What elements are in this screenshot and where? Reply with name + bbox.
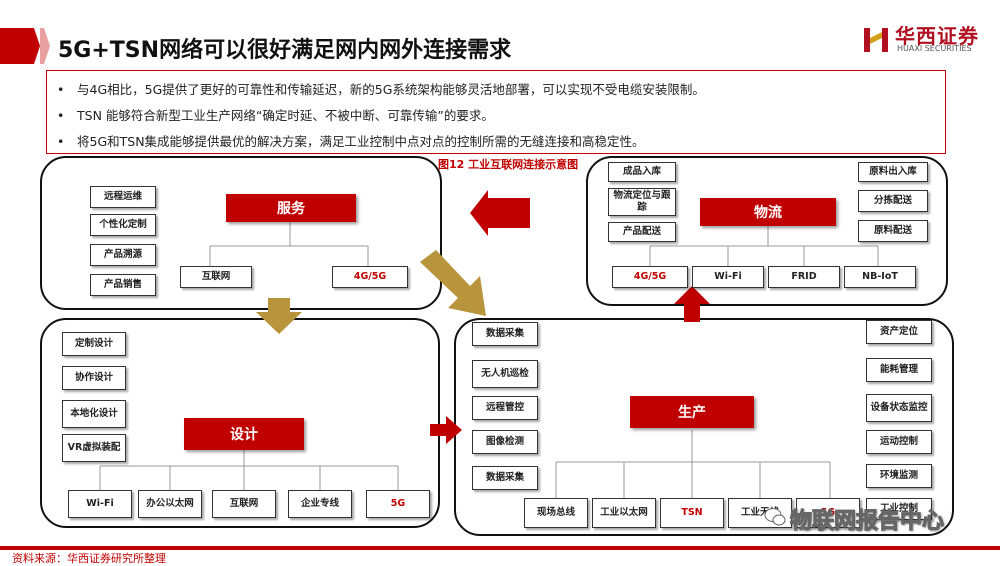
production-network: TSN — [660, 498, 724, 528]
logistics-network: Wi-Fi — [692, 266, 764, 288]
service-network: 4G/5G — [332, 266, 408, 288]
source-note: 资料来源：华西证券研究所整理 — [12, 552, 166, 565]
production-item: 运动控制 — [866, 430, 932, 454]
design-network: 办公以太网 — [138, 490, 202, 518]
design-network: 企业专线 — [288, 490, 352, 518]
production-item: 资产定位 — [866, 320, 932, 344]
production-network: 5G — [796, 498, 860, 528]
logistics-item: 原料配送 — [858, 220, 928, 242]
bullet-item: •TSN 能够符合新型工业生产网络“确定时延、不被中断、可靠传输”的要求。 — [57, 108, 494, 123]
production-network: 现场总线 — [524, 498, 588, 528]
design-item: VR虚拟装配 — [62, 434, 126, 462]
title-accent-bar — [0, 28, 40, 64]
logo-name-cn: 华西证券 — [895, 24, 979, 48]
logistics-hub: 物流 — [700, 198, 836, 226]
design-item: 协作设计 — [62, 366, 126, 390]
page-title: 5G+TSN网络可以很好满足网内网外连接需求 — [58, 38, 512, 63]
service-item: 个性化定制 — [90, 214, 156, 236]
design-network: 互联网 — [212, 490, 276, 518]
title-accent-bar-light — [40, 28, 50, 64]
service-item: 远程运维 — [90, 186, 156, 208]
logistics-item: 分拣配送 — [858, 190, 928, 212]
production-item: 数据采集 — [472, 322, 538, 346]
bullet-item: •将5G和TSN集成能够提供最优的解决方案，满足工业控制中点对点的控制所需的无缝… — [57, 134, 645, 149]
footer-rule — [0, 546, 1000, 550]
design-item: 本地化设计 — [62, 400, 126, 428]
production-item: 远程管控 — [472, 396, 538, 420]
arrow-left-icon — [470, 190, 530, 236]
production-hub: 生产 — [630, 396, 754, 428]
production-item: 环境监测 — [866, 464, 932, 488]
logistics-network: NB-IoT — [844, 266, 916, 288]
huaxi-logo-icon — [864, 28, 888, 52]
logistics-item: 产品配送 — [608, 222, 676, 242]
production-item: 设备状态监控 — [866, 394, 932, 422]
bullet-item: •与4G相比，5G提供了更好的可靠性和传输延迟，新的5G系统架构能够灵活地部署，… — [57, 82, 705, 97]
service-network: 互联网 — [180, 266, 252, 288]
production-network: 工业以太网 — [592, 498, 656, 528]
design-network: Wi-Fi — [68, 490, 132, 518]
logo-name-en: HUAXI SECURITIES — [897, 44, 972, 53]
logistics-item: 物流定位与跟踪 — [608, 188, 676, 216]
production-item: 工业控制 — [866, 498, 932, 520]
wechat-icon — [764, 508, 786, 526]
production-item: 图像检测 — [472, 430, 538, 454]
design-hub: 设计 — [184, 418, 304, 450]
logistics-item: 成品入库 — [608, 162, 676, 182]
summary-box: •与4G相比，5G提供了更好的可靠性和传输延迟，新的5G系统架构能够灵活地部署，… — [46, 70, 946, 154]
service-hub: 服务 — [226, 194, 356, 222]
production-item: 能耗管理 — [866, 358, 932, 382]
design-item: 定制设计 — [62, 332, 126, 356]
production-item: 无人机巡检 — [472, 360, 538, 388]
logistics-network: FRID — [768, 266, 840, 288]
watermark-text: 物联网报告中心 — [789, 509, 945, 535]
service-item: 产品溯源 — [90, 244, 156, 266]
logistics-item: 原料出入库 — [858, 162, 928, 182]
service-item: 产品销售 — [90, 274, 156, 296]
logistics-network: 4G/5G — [612, 266, 688, 288]
design-network: 5G — [366, 490, 430, 518]
production-item: 数据采集 — [472, 466, 538, 490]
figure-caption: 图12 工业互联网连接示意图 — [438, 158, 579, 171]
